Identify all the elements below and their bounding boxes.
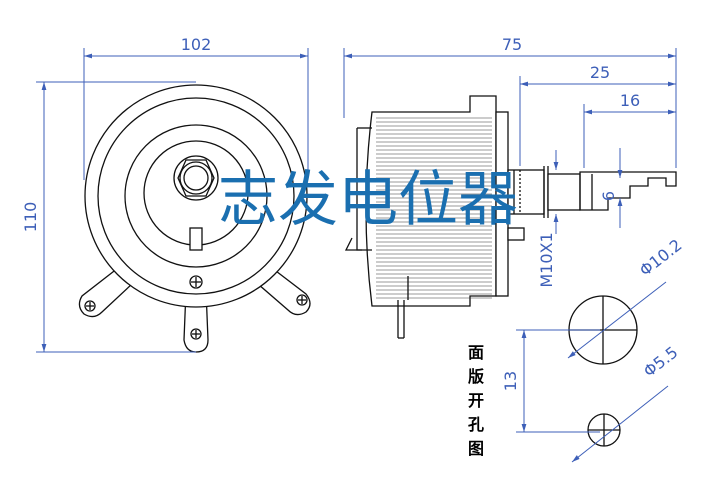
cutout-label-2: 版 [467, 367, 484, 386]
dim-thread: M10X1 [537, 232, 556, 287]
dim-front-width: 102 [181, 35, 212, 54]
cutout-label-5: 图 [468, 439, 484, 458]
dim-total-length: 75 [502, 35, 522, 54]
bushing-nut [173, 155, 219, 251]
dim-shaft-end: 16 [620, 91, 640, 110]
dim-hole-spacing: 13 [501, 371, 520, 391]
watermark: 志发电位器 [218, 165, 518, 235]
shaft-slotted-end [579, 171, 677, 211]
mounting-lug-right [257, 267, 311, 316]
dim-shaft-length: 25 [590, 63, 610, 82]
cutout-label-4: 孔 [468, 415, 484, 434]
cooling-fins [376, 117, 492, 299]
cutout-label-1: 面 [468, 343, 484, 362]
screw [189, 275, 203, 289]
dim-hole-small: Φ5.5 [640, 342, 682, 380]
shaft [547, 173, 581, 211]
cutout-label-3: 开 [468, 391, 484, 410]
dim-flat-width: 6 [599, 191, 618, 201]
dim-front-height: 110 [21, 202, 40, 233]
side-view: 75 25 16 6 M10X1 [343, 35, 677, 339]
front-view: 102 110 [21, 35, 311, 353]
dim-hole-large: Φ10.2 [636, 235, 686, 280]
mounting-lug-left [78, 267, 133, 318]
